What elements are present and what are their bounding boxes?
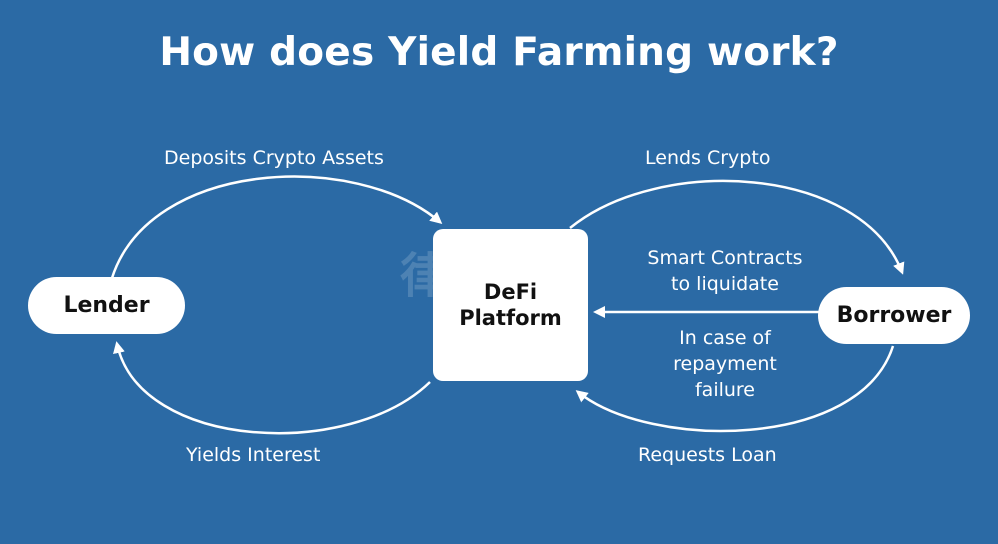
arrow-lends bbox=[569, 179, 905, 275]
lender-node: Lender bbox=[28, 277, 185, 334]
borrower-node: Borrower bbox=[818, 287, 970, 344]
defi-platform-node: DeFi Platform bbox=[433, 229, 588, 381]
label-smart-contracts-line2: to liquidate bbox=[671, 273, 779, 295]
arrow-requests bbox=[575, 345, 895, 433]
platform-label-line1: DeFi bbox=[483, 280, 538, 304]
borrower-label: Borrower bbox=[836, 303, 952, 328]
label-yields: Yields Interest bbox=[186, 444, 321, 466]
arrow-deposits bbox=[110, 175, 443, 279]
arrow-yields bbox=[113, 341, 431, 435]
label-lends: Lends Crypto bbox=[645, 147, 771, 169]
label-failure-line1: In case of bbox=[679, 327, 771, 349]
label-smart-contracts: Smart Contracts to liquidate bbox=[630, 245, 820, 297]
label-failure-line3: failure bbox=[694, 379, 755, 401]
diagram-title: How does Yield Farming work? bbox=[159, 30, 839, 75]
label-deposits: Deposits Crypto Assets bbox=[164, 147, 384, 169]
platform-label-line2: Platform bbox=[459, 306, 562, 330]
label-repayment-failure: In case of repayment failure bbox=[650, 325, 800, 403]
lender-label: Lender bbox=[63, 293, 150, 318]
label-smart-contracts-line1: Smart Contracts bbox=[647, 247, 803, 269]
label-failure-line2: repayment bbox=[673, 353, 777, 375]
label-requests: Requests Loan bbox=[638, 444, 777, 466]
